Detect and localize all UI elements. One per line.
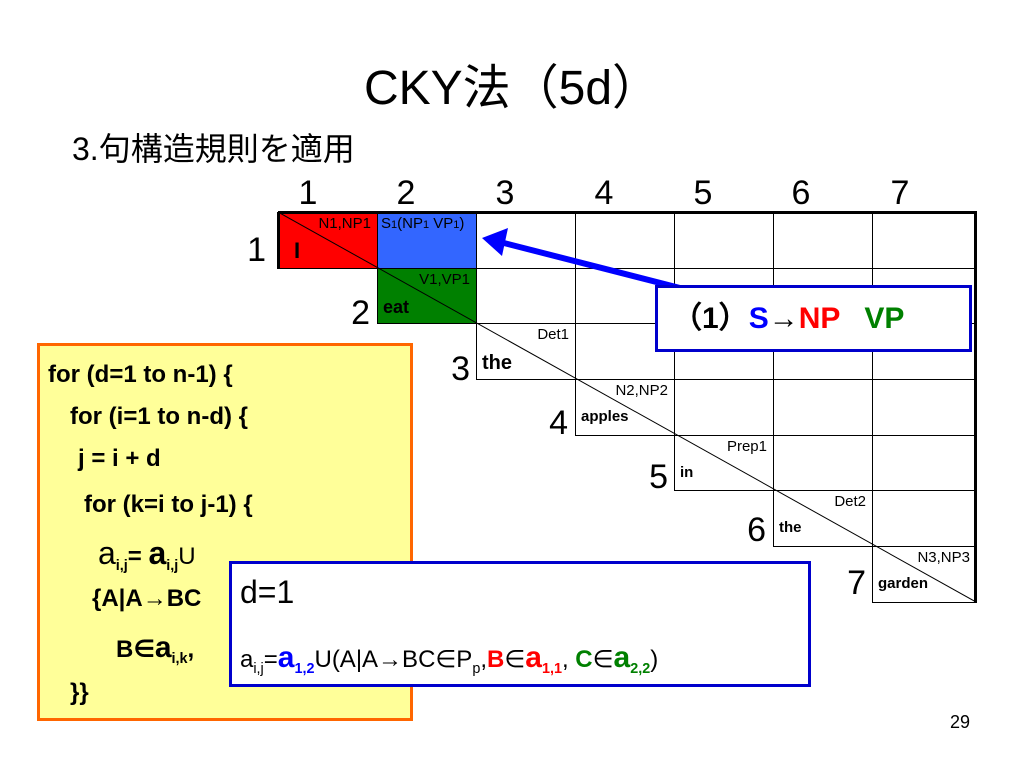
formula-in: ∈ — [504, 646, 526, 673]
code-line: for (d=1 to n-1) { — [48, 361, 233, 388]
formula-sub: 1,2 — [294, 660, 315, 677]
table-border — [277, 212, 280, 269]
formula-comma: , — [561, 646, 576, 673]
column-number: 2 — [396, 174, 416, 212]
code-line: for (k=i to j-1) { — [84, 491, 253, 518]
code-line: {A|A→BC — [92, 585, 202, 612]
column-number: 6 — [791, 174, 811, 212]
formula-sub: i,j — [253, 660, 264, 677]
rule-lhs: S — [748, 302, 769, 335]
formula-a11: a — [525, 641, 542, 674]
table-cell — [377, 212, 477, 269]
arrow-head-icon — [482, 228, 508, 256]
formula-close: ) — [650, 646, 659, 673]
code-eq: = — [127, 543, 149, 570]
cell-label-part: 1 — [453, 219, 460, 231]
code-a: a — [148, 535, 167, 571]
cell-label-part: S — [381, 215, 392, 232]
formula-sub: p — [472, 660, 481, 677]
code-line: j = i + d — [78, 445, 161, 472]
column-number: 1 — [298, 174, 318, 212]
row-number: 3 — [451, 350, 470, 388]
arrow-line — [499, 239, 681, 291]
slide-subtitle: 3.句構造規則を適用 — [72, 131, 355, 167]
d-value: d=1 — [240, 574, 295, 610]
diag-label: N1,NP1 — [318, 215, 371, 232]
word-label: I — [294, 238, 301, 263]
code-b: B∈ — [116, 636, 155, 663]
diag-label: N3,NP3 — [917, 549, 970, 566]
page-number: 29 — [949, 712, 970, 732]
code-sub: i,k — [171, 650, 188, 667]
rule-arrow: → — [768, 302, 799, 335]
word-label: in — [680, 464, 694, 481]
code-comma: , — [187, 636, 195, 663]
code-union: U — [178, 543, 196, 570]
cell-1-2-label: S1(NP1 VP1) — [381, 216, 464, 231]
column-number: 3 — [495, 174, 515, 212]
code-sub: i,j — [115, 557, 128, 574]
cell-label-part: ) — [459, 215, 465, 232]
word-label: garden — [878, 575, 929, 592]
table-cell — [377, 268, 477, 324]
column-number: 5 — [693, 174, 713, 212]
cell-label-part: (NP — [397, 215, 423, 232]
cell-label-part: VP — [429, 215, 454, 232]
diag-label: V1,VP1 — [419, 271, 470, 288]
formula-a12: a — [277, 641, 295, 674]
code-a: a — [98, 535, 116, 571]
row-number: 6 — [747, 511, 766, 549]
formula-sub: 1,1 — [541, 660, 562, 677]
formula-a22: a — [613, 641, 631, 674]
diag-label: Det1 — [537, 326, 569, 343]
code-line: for (i=1 to n-d) { — [70, 403, 248, 430]
formula-sub: 2,2 — [630, 660, 651, 677]
diag-label: Prep1 — [726, 438, 767, 455]
code-sub: i,j — [166, 557, 179, 574]
column-number: 7 — [890, 174, 910, 212]
row-number: 2 — [351, 294, 370, 332]
rule-box: （1）S→NP VP — [655, 285, 972, 352]
formula-union: U(A|A→BC∈P — [314, 646, 473, 673]
table-border — [974, 212, 977, 603]
row-number: 1 — [247, 231, 266, 269]
code-a: a — [154, 631, 172, 664]
column-number: 4 — [594, 174, 614, 212]
word-label: the — [779, 519, 802, 536]
diagonal — [278, 212, 976, 602]
slide-title: CKY法（5d） — [363, 62, 661, 115]
cell-label-part: 1 — [422, 219, 430, 231]
formula-c: C — [575, 646, 593, 673]
rule-vp: VP — [864, 302, 905, 335]
cell-label-part: 1 — [391, 219, 398, 231]
formula-b: B — [487, 646, 505, 673]
table-border — [278, 211, 977, 214]
formula-in: ∈ — [592, 646, 614, 673]
formula-comma: , — [480, 646, 487, 673]
row-number: 4 — [549, 404, 568, 442]
formula-a: a — [240, 646, 254, 673]
formula-eq: = — [263, 646, 278, 673]
rule-number: （1） — [672, 302, 749, 335]
diagonal-line — [278, 212, 976, 602]
row-number: 7 — [847, 564, 866, 602]
code-line: }} — [70, 679, 89, 706]
word-label: the — [482, 352, 512, 374]
d-box: d=1 ai,j=a1,2U(A|A→BC∈Pp,B∈a1,1, C∈a2,2) — [229, 561, 811, 687]
d-formula: ai,j=a1,2U(A|A→BC∈Pp,B∈a1,1, C∈a2,2) — [240, 640, 658, 678]
code-line: B∈ai,k, — [116, 631, 194, 668]
word-label: eat — [383, 297, 410, 317]
diag-label: N2,NP2 — [615, 382, 668, 399]
row-number: 5 — [649, 458, 668, 496]
diag-label: Det2 — [834, 493, 866, 510]
code-line: ai,j= ai,jU — [98, 535, 196, 575]
rule-np: NP — [798, 302, 841, 335]
word-label: apples — [581, 408, 629, 425]
